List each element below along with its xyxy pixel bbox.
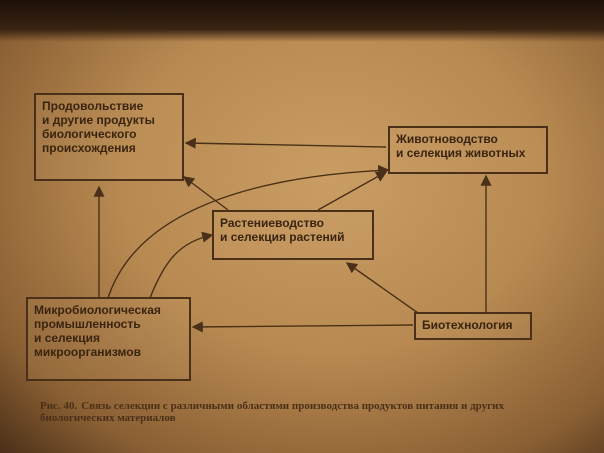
figure-caption: Рис. 40.Связь селекции с различными обла… [40,400,580,424]
figure-label: Рис. 40. [40,400,78,412]
arrow-biotech-to-plant [345,262,419,314]
microbiology-box: Микробиологическая промышленность и селе… [26,297,191,381]
arrow-micro-to-animal [107,164,390,299]
plant-growing-box: Растениеводство и селекция растений [212,210,374,260]
arrow-plant-to-food [182,176,229,211]
animal-husbandry-box: Животноводство и селекция животных [388,126,548,174]
arrow-animal-to-food [184,137,387,149]
arrow-plant-to-animal [317,171,388,211]
shadow-band [0,0,604,42]
biotechnology-box: Биотехнология [414,312,532,340]
arrow-biotech-to-micro [191,321,414,333]
food-products-box: Продовольствие и другие продукты биологи… [34,93,184,181]
arrow-micro-to-plant [149,231,214,299]
figure-caption-text: Связь селекции с различными областями пр… [40,400,504,424]
